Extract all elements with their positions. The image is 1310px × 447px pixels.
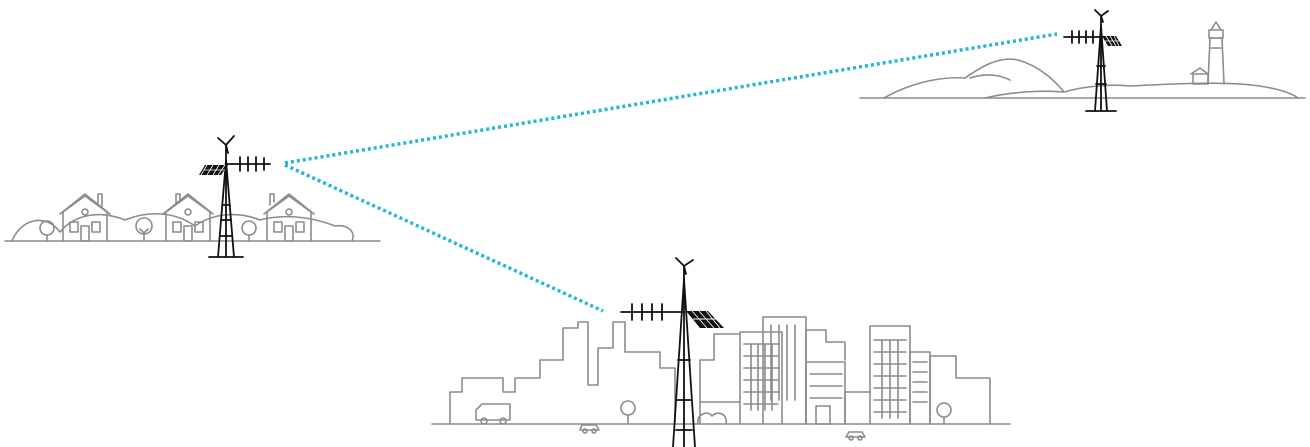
wind-turbine-icon	[218, 136, 234, 160]
yagi-antenna-icon	[621, 304, 684, 320]
skyscraper	[763, 317, 806, 424]
car	[846, 432, 865, 440]
solar-panel-icon	[199, 165, 228, 175]
tree	[40, 221, 54, 241]
link-village-to-city	[285, 165, 603, 311]
coast-scene	[860, 22, 1305, 98]
house	[163, 194, 213, 241]
village-scene	[5, 194, 380, 241]
office-building	[910, 352, 930, 424]
car	[580, 425, 599, 433]
tree	[242, 221, 256, 241]
coast-hills	[884, 59, 1298, 98]
van	[476, 404, 510, 424]
tree	[937, 403, 951, 424]
yagi-antenna-icon	[1064, 31, 1101, 43]
office-building	[740, 332, 782, 424]
city-scene	[432, 317, 1010, 440]
tree	[136, 218, 152, 241]
wind-turbine-icon	[676, 258, 693, 279]
lighthouse	[1208, 22, 1224, 84]
office-building	[806, 362, 845, 424]
solar-panel-icon	[1102, 36, 1122, 46]
yagi-antenna-icon	[226, 157, 270, 171]
small-house	[1191, 68, 1208, 84]
house	[60, 194, 110, 241]
wind-turbine-icon	[1095, 10, 1108, 26]
solar-panel-icon	[686, 311, 724, 328]
city-far-skyline	[450, 322, 675, 424]
tree	[621, 401, 635, 424]
office-building	[870, 326, 910, 424]
bush	[698, 413, 726, 424]
coast-tower	[1064, 10, 1122, 111]
